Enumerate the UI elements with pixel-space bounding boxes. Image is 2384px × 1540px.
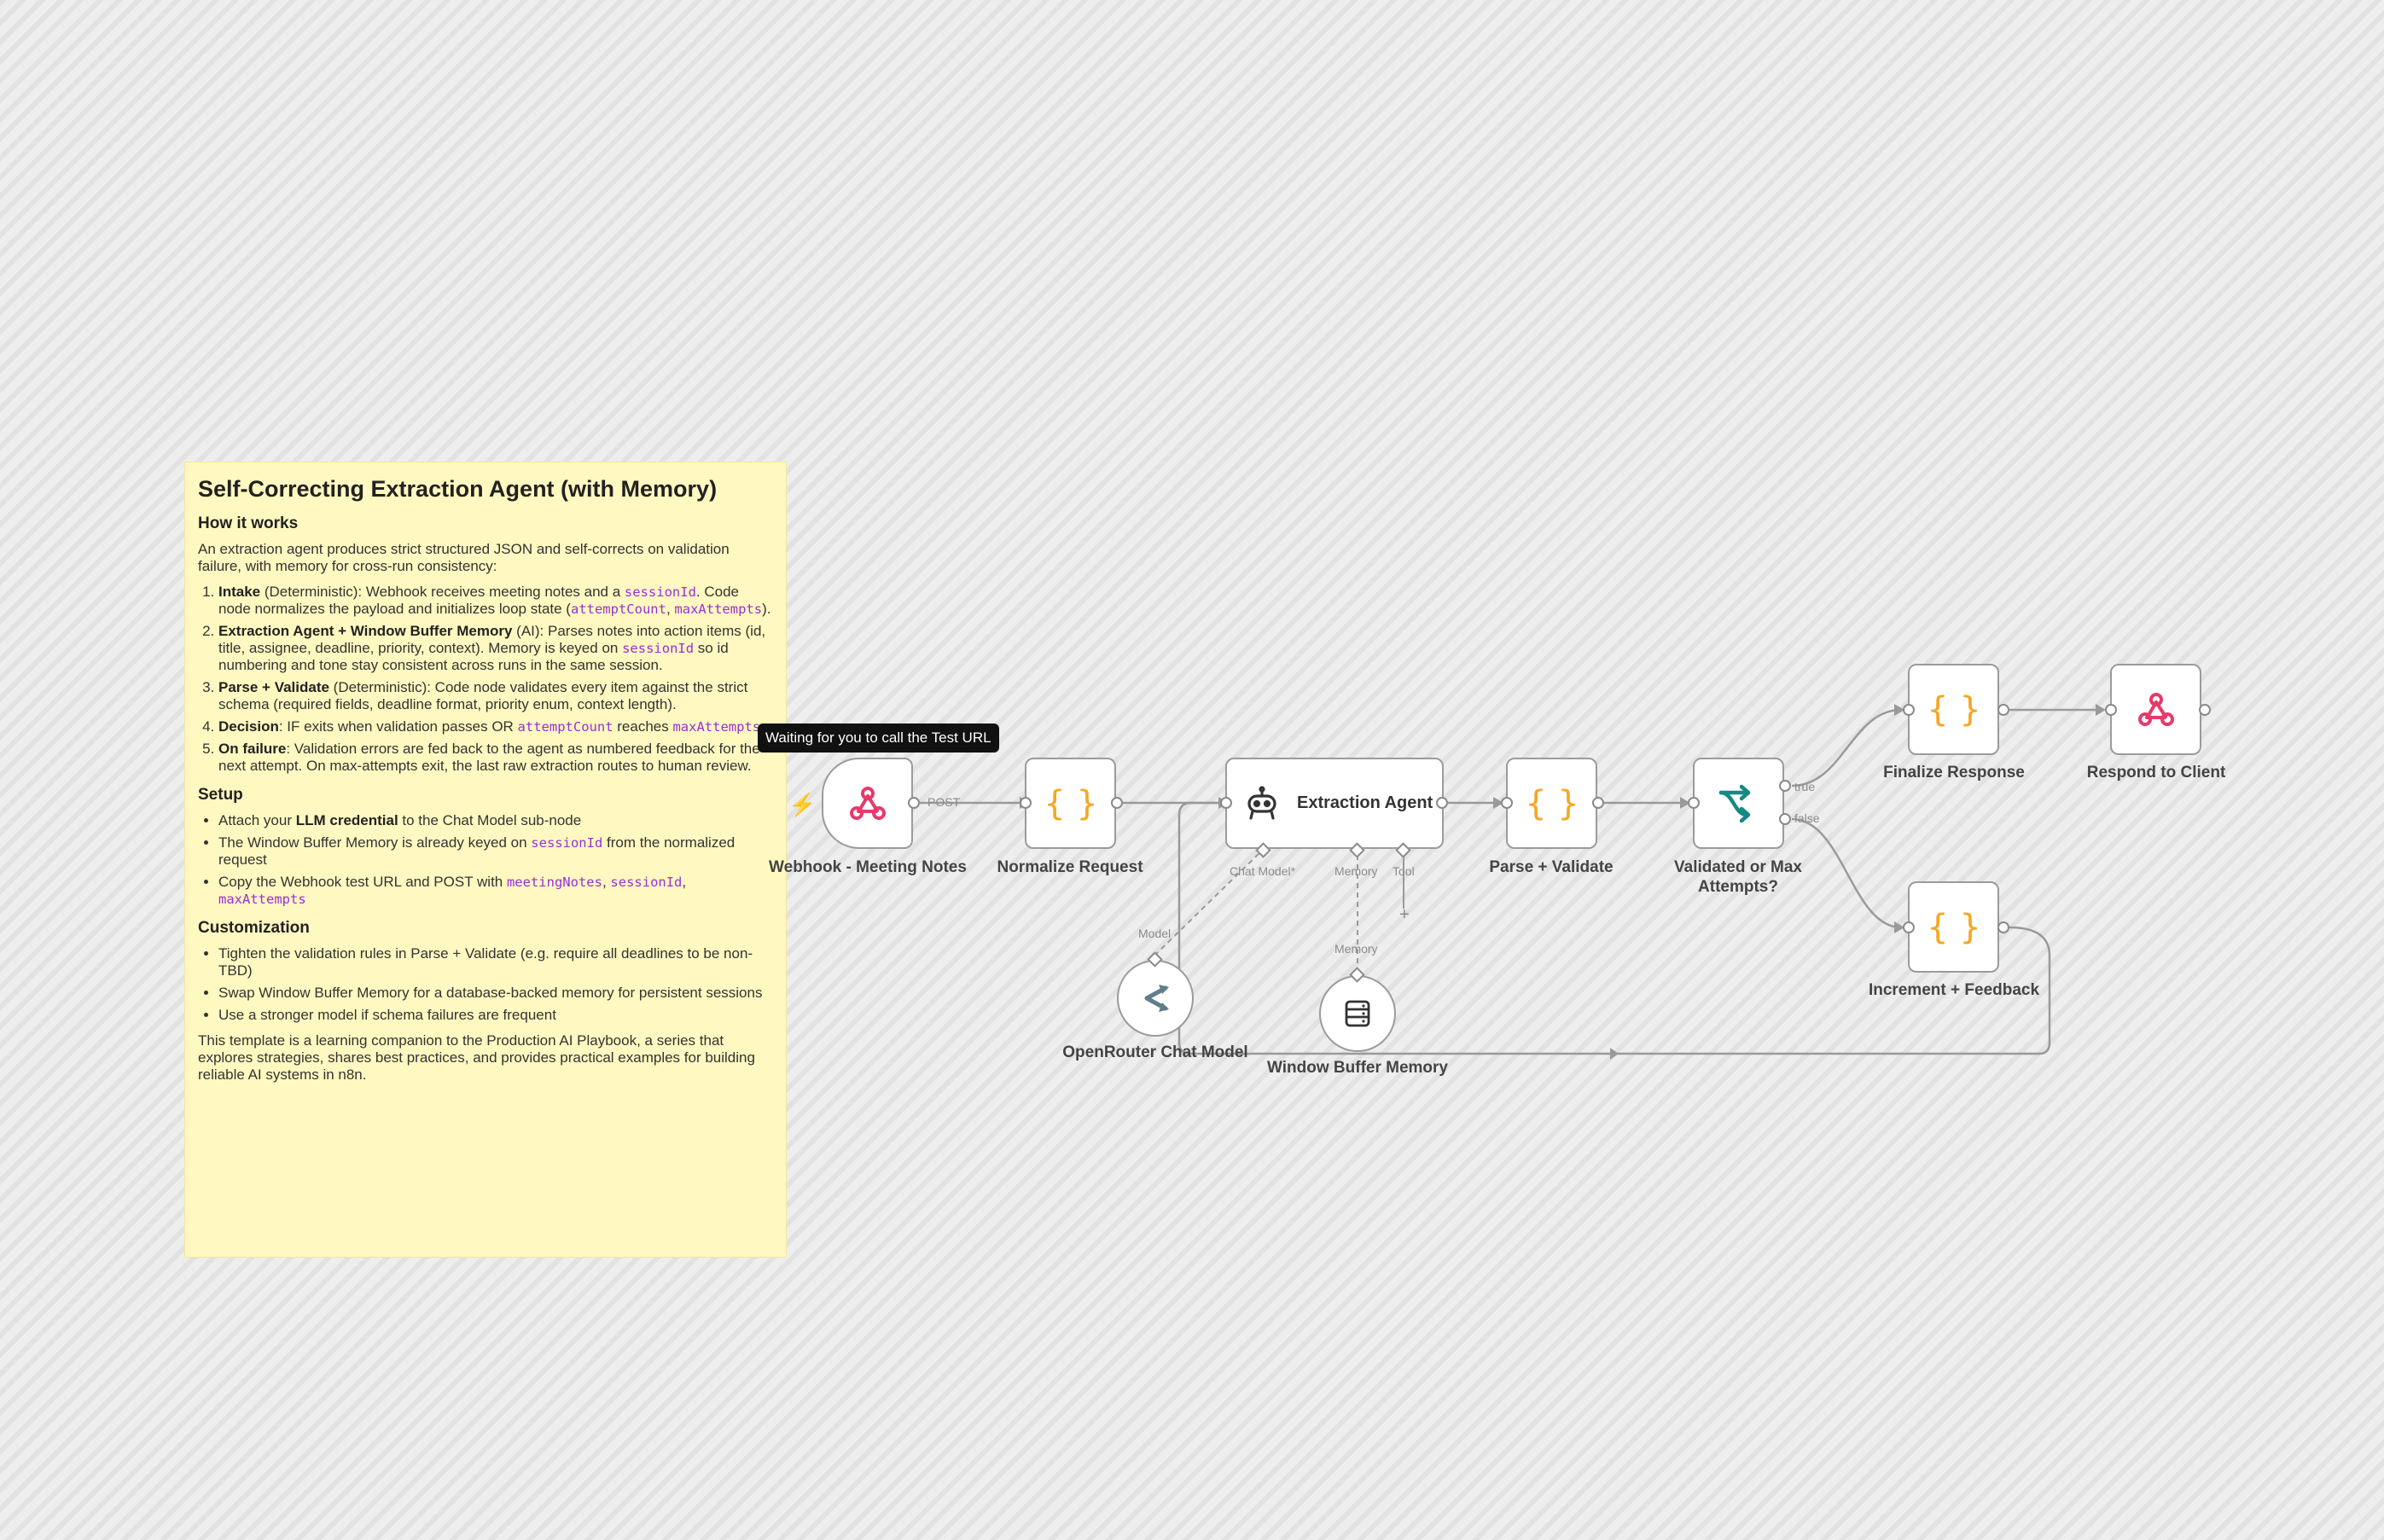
webhook-icon bbox=[2137, 692, 2174, 726]
code-braces-icon: { } bbox=[1930, 690, 1978, 729]
sticky-note[interactable]: Self-Correcting Extraction Agent (with M… bbox=[184, 462, 787, 1258]
setup-item: The Window Buffer Memory is already keye… bbox=[218, 834, 773, 869]
node-memory[interactable] bbox=[1319, 975, 1396, 1052]
custom-item: Swap Window Buffer Memory for a database… bbox=[218, 985, 773, 1002]
step-item: Intake (Deterministic): Webhook receives… bbox=[218, 584, 773, 618]
sticky-footer: This template is a learning companion to… bbox=[198, 1032, 755, 1083]
finalize-input-port[interactable] bbox=[1903, 704, 1915, 716]
step-item: On failure: Validation errors are fed ba… bbox=[218, 741, 773, 775]
svg-text:{ }: { } bbox=[1047, 784, 1095, 823]
step-item: Decision: IF exits when validation passe… bbox=[218, 718, 773, 735]
arrow-loop bbox=[1610, 1048, 1619, 1060]
decision-false-port[interactable] bbox=[1779, 813, 1791, 825]
agent-output-port[interactable] bbox=[1436, 797, 1448, 809]
step-item: Parse + Validate (Deterministic): Code n… bbox=[218, 679, 773, 713]
custom-item: Tighten the validation rules in Parse + … bbox=[218, 945, 773, 979]
trigger-bolt-icon: ⚡ bbox=[788, 792, 817, 817]
edge-decision-increment bbox=[1791, 817, 1902, 929]
node-normalize-label: Normalize Request bbox=[997, 858, 1143, 876]
code-braces-icon: { } bbox=[1528, 784, 1576, 823]
step-item: Extraction Agent + Window Buffer Memory … bbox=[218, 623, 773, 674]
node-parse-validate[interactable]: { } bbox=[1506, 758, 1597, 849]
arrow-decision bbox=[1680, 797, 1690, 809]
node-respond-label: Respond to Client bbox=[2086, 764, 2226, 782]
chat-model-port-label: Chat Model* bbox=[1230, 864, 1296, 878]
node-extraction-agent[interactable]: Extraction Agent bbox=[1225, 758, 1444, 849]
finalize-output-port[interactable] bbox=[1997, 704, 2009, 716]
node-increment-label: Increment + Feedback bbox=[1868, 981, 2040, 999]
setup-item: Copy the Webhook test URL and POST with … bbox=[218, 874, 773, 908]
arrow-finalize bbox=[1894, 704, 1904, 716]
code-braces-icon: { } bbox=[1930, 908, 1978, 947]
custom-item: Use a stronger model if schema failures … bbox=[218, 1007, 773, 1024]
svg-text:{ }: { } bbox=[1528, 784, 1576, 823]
node-finalize-label: Finalize Response bbox=[1883, 764, 2025, 782]
arrow-parse bbox=[1493, 797, 1503, 809]
custom-list: Tighten the validation rules in Parse + … bbox=[198, 945, 773, 1024]
node-webhook[interactable] bbox=[822, 758, 913, 849]
how-heading: How it works bbox=[198, 514, 299, 532]
post-label: POST bbox=[927, 795, 961, 809]
increment-output-port[interactable] bbox=[1997, 921, 2009, 933]
node-openrouter[interactable] bbox=[1117, 960, 1194, 1037]
increment-input-port[interactable] bbox=[1903, 921, 1915, 933]
normalize-input-port[interactable] bbox=[1020, 797, 1032, 809]
agent-input-port[interactable] bbox=[1220, 797, 1232, 809]
model-port-label: Model bbox=[1138, 927, 1172, 940]
node-finalize[interactable]: { } bbox=[1908, 664, 1999, 755]
node-respond[interactable] bbox=[2110, 664, 2201, 755]
node-openrouter-label: OpenRouter Chat Model bbox=[1062, 1043, 1248, 1061]
respond-output-port[interactable] bbox=[2199, 704, 2211, 716]
node-webhook-label: Webhook - Meeting Notes bbox=[769, 858, 967, 876]
decision-input-port[interactable] bbox=[1688, 797, 1700, 809]
branch-icon bbox=[1718, 784, 1750, 822]
setup-heading: Setup bbox=[198, 786, 243, 804]
node-normalize[interactable]: { } bbox=[1025, 758, 1116, 849]
node-increment[interactable]: { } bbox=[1908, 881, 1999, 973]
node-parse-label: Parse + Validate bbox=[1489, 858, 1614, 876]
arrow-increment bbox=[1894, 921, 1904, 933]
sticky-title: Self-Correcting Extraction Agent (with M… bbox=[198, 476, 718, 502]
svg-text:{ }: { } bbox=[1930, 908, 1978, 947]
memory-port-label: Memory bbox=[1334, 864, 1378, 878]
steps-list: Intake (Deterministic): Webhook receives… bbox=[198, 584, 773, 775]
setup-list: Attach your LLM credential to the Chat M… bbox=[198, 812, 773, 908]
respond-input-port[interactable] bbox=[2105, 704, 2117, 716]
database-icon bbox=[1345, 1000, 1370, 1027]
normalize-output-port[interactable] bbox=[1111, 797, 1123, 809]
memory-in-label: Memory bbox=[1334, 942, 1378, 956]
robot-icon bbox=[1247, 785, 1276, 820]
false-label: false bbox=[1794, 811, 1820, 825]
webhook-icon bbox=[849, 786, 886, 820]
edge-model-agent bbox=[1154, 849, 1264, 956]
node-decision-label: Validated or Max Attempts? bbox=[1674, 858, 1802, 896]
true-label: true bbox=[1794, 780, 1816, 793]
custom-heading: Customization bbox=[198, 919, 310, 937]
tool-plus-icon: + bbox=[1399, 905, 1410, 924]
parse-input-port[interactable] bbox=[1501, 797, 1513, 809]
webhook-output-port[interactable] bbox=[908, 797, 920, 809]
openrouter-icon bbox=[1144, 985, 1169, 1012]
code-braces-icon: { } bbox=[1047, 784, 1095, 823]
sticky-intro: An extraction agent produces strict stru… bbox=[198, 541, 730, 574]
decision-true-port[interactable] bbox=[1779, 780, 1791, 792]
node-memory-label: Window Buffer Memory bbox=[1267, 1059, 1448, 1077]
parse-output-port[interactable] bbox=[1592, 797, 1604, 809]
tool-port-label: Tool bbox=[1393, 864, 1415, 878]
svg-text:{ }: { } bbox=[1930, 690, 1978, 729]
setup-item: Attach your LLM credential to the Chat M… bbox=[218, 812, 773, 829]
node-decision[interactable] bbox=[1693, 758, 1784, 849]
test-url-tooltip: Waiting for you to call the Test URL bbox=[758, 724, 999, 753]
arrow-respond bbox=[2096, 704, 2106, 716]
edge-decision-finalize bbox=[1791, 708, 1902, 787]
agent-title: Extraction Agent bbox=[1297, 793, 1433, 812]
